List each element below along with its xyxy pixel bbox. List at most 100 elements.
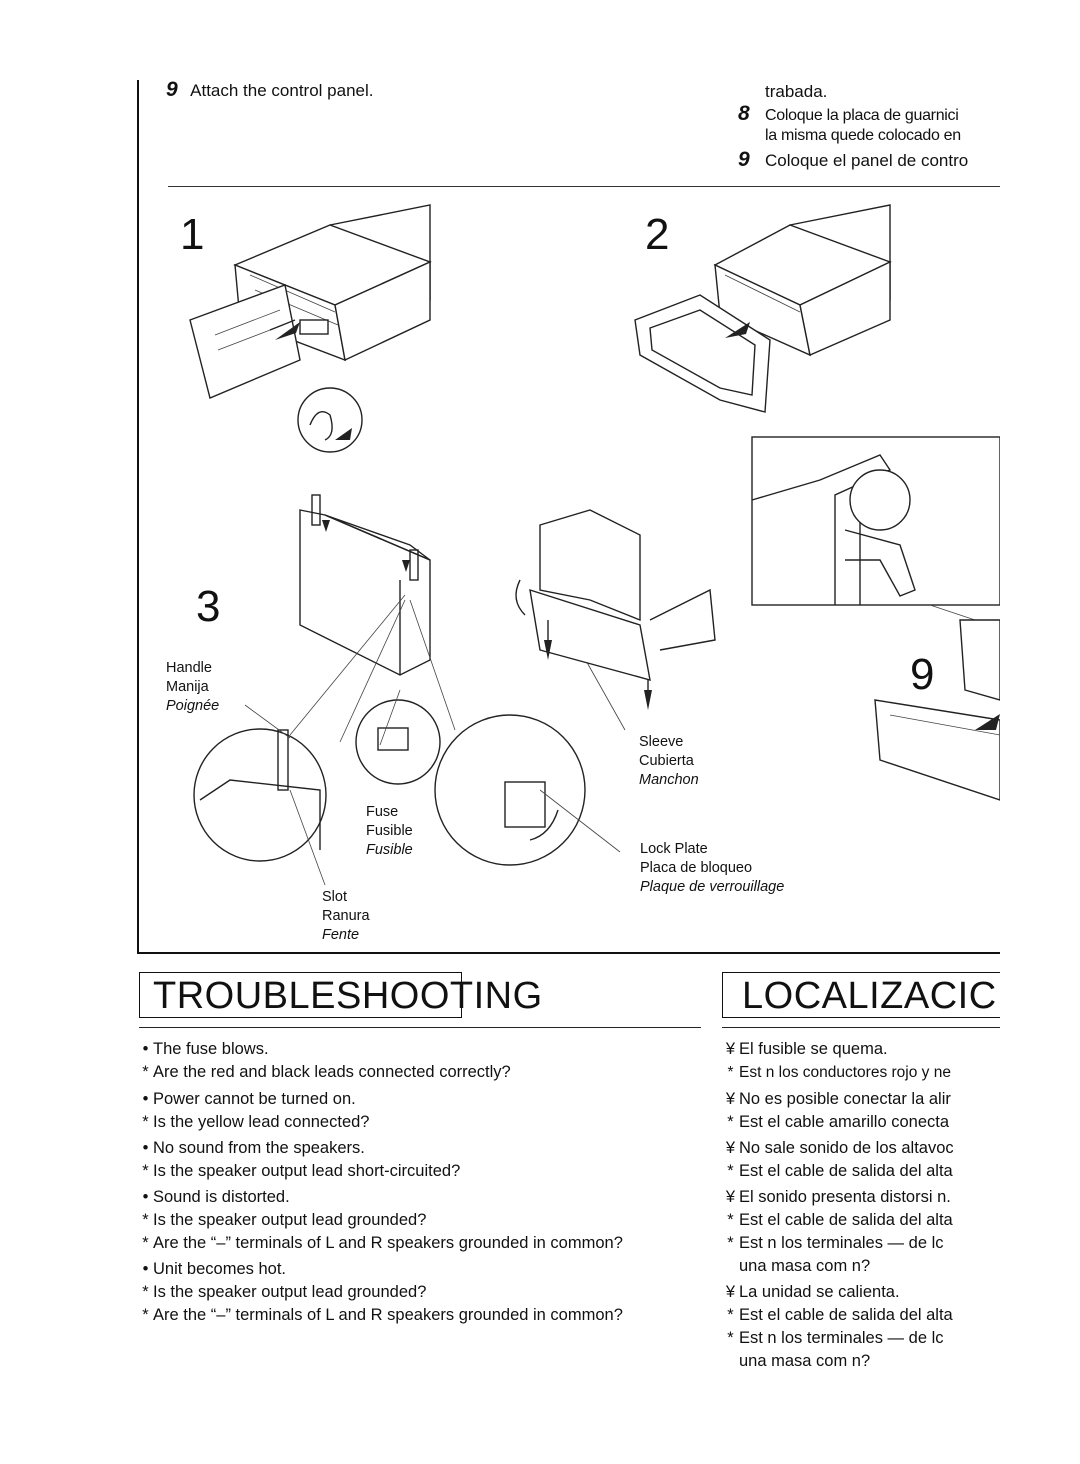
list-item: *Est el cable de salida del alta bbox=[722, 1209, 1000, 1232]
step-number: 8 bbox=[738, 102, 750, 125]
list-item: ¥El sonido presenta distorsi n. bbox=[722, 1186, 1000, 1209]
list-item: * Est el cable de salida del alta bbox=[722, 1304, 1000, 1327]
list-text: Is the speaker output lead grounded? bbox=[153, 1283, 427, 1301]
list-item: *Is the speaker output lead grounded? bbox=[138, 1281, 708, 1304]
figure-3-sleeve-illustration bbox=[193, 494, 626, 886]
step-number: 9 bbox=[738, 148, 750, 171]
step-text: Coloque la placa de guarnici bbox=[765, 107, 959, 124]
figure-9-detail-illustration bbox=[751, 436, 1000, 801]
list-text: La unidad se calienta. bbox=[739, 1283, 900, 1301]
installation-illustrations bbox=[189, 204, 1000, 886]
list-marker: * bbox=[727, 1329, 734, 1347]
label-lock-plate: Lock Plate Placa de bloqueo Plaque de ve… bbox=[640, 840, 784, 897]
label-slot-fr: Fente bbox=[322, 926, 370, 945]
list-item: ¥No es posible conectar la alir bbox=[722, 1088, 1000, 1111]
list-item: una masa com n? bbox=[722, 1350, 1000, 1373]
figure-1-unit-illustration bbox=[189, 204, 432, 453]
list-text: El sonido presenta distorsi n. bbox=[739, 1188, 951, 1206]
list-text: Are the “–” terminals of L and R speaker… bbox=[153, 1234, 623, 1252]
localizacion-title-wrap: LOCALIZACIC bbox=[722, 972, 1000, 1022]
list-marker: * bbox=[142, 1234, 149, 1252]
label-handle-es: Manija bbox=[166, 679, 209, 695]
section-divider bbox=[168, 186, 1000, 187]
list-text: No sale sonido de los altavoc bbox=[739, 1139, 954, 1157]
list-marker: * bbox=[142, 1306, 149, 1324]
list-text: El fusible se quema. bbox=[739, 1040, 888, 1058]
localizacion-title-box bbox=[722, 972, 1000, 1018]
list-marker: * bbox=[727, 1064, 734, 1081]
list-text: Est el cable de salida del alta bbox=[739, 1162, 953, 1180]
step-text: Coloque el panel de contro bbox=[765, 151, 969, 170]
list-text: The fuse blows. bbox=[153, 1040, 269, 1058]
figure-number-9: 9 bbox=[910, 650, 935, 699]
list-item: ¥No sale sonido de los altavoc bbox=[722, 1137, 1000, 1160]
frame-left-line bbox=[137, 80, 139, 953]
list-marker: * bbox=[142, 1283, 149, 1301]
list-marker: • bbox=[142, 1040, 149, 1058]
localizacion-list: ¥El fusible se quema. *Est n los conduct… bbox=[722, 1038, 1000, 1378]
list-marker: • bbox=[142, 1139, 149, 1157]
list-marker: * bbox=[142, 1063, 149, 1081]
list-text: Are the red and black leads connected co… bbox=[153, 1063, 511, 1081]
step-9-instruction: 9 Attach the control panel. bbox=[166, 78, 373, 102]
list-text: una masa com n? bbox=[739, 1352, 871, 1370]
spanish-step-8: 8 Coloque la placa de guarnici bbox=[738, 102, 959, 126]
list-item: •Sound is distorted. bbox=[138, 1186, 708, 1209]
figure-2-unit-illustration bbox=[634, 204, 892, 413]
figure-number-3: 3 bbox=[196, 582, 221, 631]
troubleshooting-list: •The fuse blows. *Are the red and black … bbox=[138, 1038, 708, 1327]
label-slot-en: Slot bbox=[322, 889, 347, 905]
label-fuse-fr: Fusible bbox=[366, 841, 413, 860]
figure-number-2: 2 bbox=[645, 210, 670, 259]
list-marker: * bbox=[142, 1211, 149, 1229]
list-marker: • bbox=[142, 1188, 149, 1206]
list-text: Est el cable de salida del alta bbox=[739, 1306, 953, 1324]
list-item: •The fuse blows. bbox=[138, 1038, 708, 1061]
list-text: No sound from the speakers. bbox=[153, 1139, 365, 1157]
localizacion-title: LOCALIZACIC bbox=[742, 975, 997, 1017]
label-fuse-es: Fusible bbox=[366, 823, 413, 839]
list-item: *Est n los terminales — de lc bbox=[722, 1327, 1000, 1350]
list-marker: * bbox=[142, 1113, 149, 1131]
list-marker: • bbox=[142, 1090, 149, 1108]
step-number: 9 bbox=[166, 78, 178, 101]
troubleshooting-rule bbox=[139, 1027, 701, 1028]
list-item: * Est n los terminales — de lc bbox=[722, 1232, 1000, 1255]
list-item: •Unit becomes hot. bbox=[138, 1258, 708, 1281]
list-marker: ¥ bbox=[725, 1139, 736, 1157]
label-sleeve: Sleeve Cubierta Manchon bbox=[639, 733, 699, 790]
list-item: * Est el cable amarillo conecta bbox=[722, 1111, 1000, 1134]
list-item: una masa com n? bbox=[722, 1255, 1000, 1278]
list-marker: ¥ bbox=[725, 1283, 736, 1301]
list-text: Est el cable de salida del alta bbox=[739, 1211, 953, 1229]
label-handle-fr: Poignée bbox=[166, 697, 219, 716]
label-text: Fusible bbox=[366, 842, 413, 858]
list-marker: ¥ bbox=[725, 1040, 736, 1058]
figure-3-insertion-illustration bbox=[515, 509, 716, 710]
spanish-step-9: 9 Coloque el panel de contro bbox=[738, 148, 968, 172]
list-item: *Is the speaker output lead short-circui… bbox=[138, 1160, 708, 1183]
list-text: Are the “–” terminals of L and R speaker… bbox=[153, 1306, 623, 1324]
step-text: la misma quede colocado en bbox=[765, 127, 961, 144]
label-sleeve-fr: Manchon bbox=[639, 771, 699, 790]
label-handle-en: Handle bbox=[166, 660, 212, 676]
spanish-step-8-cont: la misma quede colocado en bbox=[765, 127, 961, 145]
list-marker: • bbox=[142, 1260, 149, 1278]
troubleshooting-title: TROUBLESHOOTING bbox=[153, 975, 543, 1017]
list-item: *Is the yellow lead connected? bbox=[138, 1111, 708, 1134]
list-item: ¥El fusible se quema. bbox=[722, 1038, 1000, 1061]
label-sleeve-es: Cubierta bbox=[639, 753, 694, 769]
list-item: *Is the speaker output lead grounded? bbox=[138, 1209, 708, 1232]
list-text: Sound is distorted. bbox=[153, 1188, 290, 1206]
list-text: Est n los terminales — de lc bbox=[739, 1234, 944, 1252]
list-text: Est el cable amarillo conecta bbox=[739, 1113, 950, 1131]
list-marker: * bbox=[727, 1234, 734, 1252]
troubleshooting-title-box bbox=[139, 972, 462, 1018]
spanish-line-0: trabada. bbox=[765, 82, 828, 101]
label-text: Fente bbox=[322, 927, 360, 943]
list-marker: * bbox=[727, 1113, 734, 1131]
label-handle: Handle Manija Poignée bbox=[166, 659, 219, 716]
list-item: *Est el cable de salida del alta bbox=[722, 1160, 1000, 1183]
list-item: *Are the “–” terminals of L and R speake… bbox=[138, 1304, 708, 1327]
list-marker: * bbox=[727, 1306, 734, 1324]
